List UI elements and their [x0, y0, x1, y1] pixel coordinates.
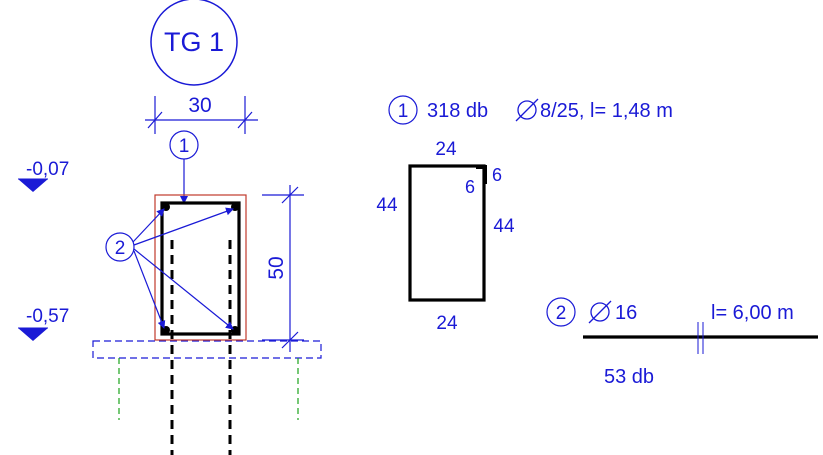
bar-diameter: 16	[615, 302, 637, 324]
stirrup-count: 318 db	[427, 100, 488, 122]
foundation-outline	[92, 340, 322, 359]
level-marker-bottom: -0,57	[18, 306, 69, 341]
title-circle	[150, 0, 238, 86]
level-top-label: -0,07	[26, 159, 69, 180]
stirrup-shape	[408, 164, 486, 302]
concrete-outline	[154, 194, 247, 341]
stirrup-bar-spec: 8/25, l= 1,48 m	[540, 100, 673, 122]
level-triangle-icon	[18, 179, 48, 192]
section-marker-1-label: 1	[179, 136, 190, 157]
diameter-icon	[515, 98, 539, 122]
height-dim-label: 50	[265, 256, 288, 279]
stirrup-marker-label: 1	[398, 101, 409, 122]
level-bottom-label: -0,57	[26, 306, 69, 327]
bar-marker-label: 2	[556, 303, 567, 324]
bar-break-mark	[697, 322, 704, 354]
height-dimension	[262, 185, 304, 352]
section-marker-2-circle	[105, 232, 135, 262]
stirrup-dim-left: 44	[376, 195, 398, 216]
stirrup-hook	[476, 165, 487, 184]
section-marker-2-label: 2	[115, 238, 126, 259]
rebar-dot	[231, 326, 239, 334]
stirrup-dim-top: 24	[435, 139, 457, 160]
stirrup-marker-circle	[388, 95, 418, 125]
bar-marker-circle	[546, 297, 576, 327]
diameter-icon	[588, 300, 612, 324]
section-marker-2-leaders	[132, 207, 234, 330]
level-triangle-icon	[18, 328, 48, 341]
title-text: TG 1	[164, 27, 224, 57]
stirrup-dim-bottom: 24	[436, 313, 458, 334]
stirrup-dim-right: 44	[493, 216, 515, 237]
stirrup-in-section	[160, 201, 241, 336]
title-bubble: TG 1	[150, 0, 238, 86]
stirrup-hook-dim-b: 6	[465, 177, 475, 197]
width-dim-label: 30	[188, 94, 211, 117]
stirrup-hook-dim-a: 6	[492, 165, 502, 185]
bar-count: 53 db	[604, 366, 654, 388]
width-dimension	[145, 96, 258, 134]
bar-length: l= 6,00 m	[711, 302, 794, 324]
level-marker-top: -0,07	[18, 159, 69, 192]
